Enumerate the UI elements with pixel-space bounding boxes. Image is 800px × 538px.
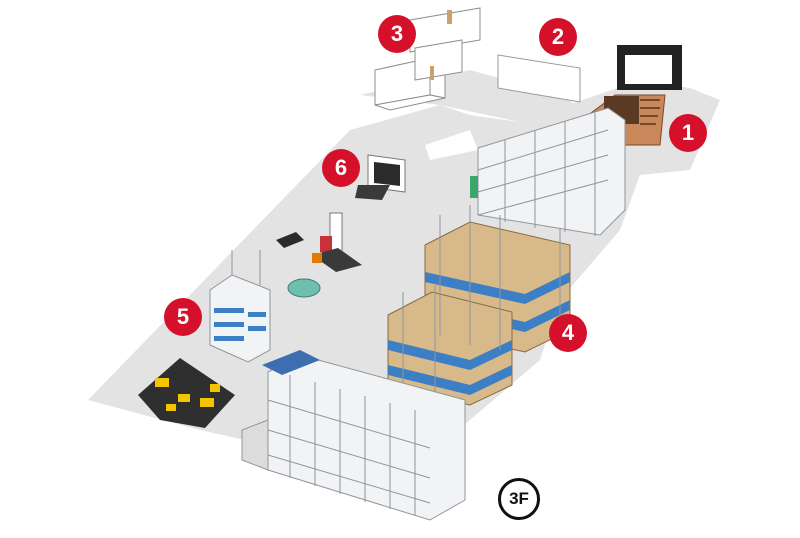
zone-2-display-wall [497,54,581,103]
zone-marker-2[interactable]: 2 [539,18,577,56]
zone-6-monitor-station [355,154,406,200]
forklift-vehicles [276,212,362,298]
zone-5-bin-shelving [209,250,271,363]
zone-3-meeting-rooms [374,7,481,111]
high-rack-upper [470,107,626,236]
zone-marker-6[interactable]: 6 [322,149,360,187]
floor-label-badge: 3F [498,478,540,520]
robot-platform [138,358,235,428]
zone-marker-3[interactable]: 3 [378,15,416,53]
zone-marker-1[interactable]: 1 [669,114,707,152]
zone-marker-5[interactable]: 5 [164,298,202,336]
zone-marker-4[interactable]: 4 [549,314,587,352]
automated-storage-rack [241,350,466,521]
